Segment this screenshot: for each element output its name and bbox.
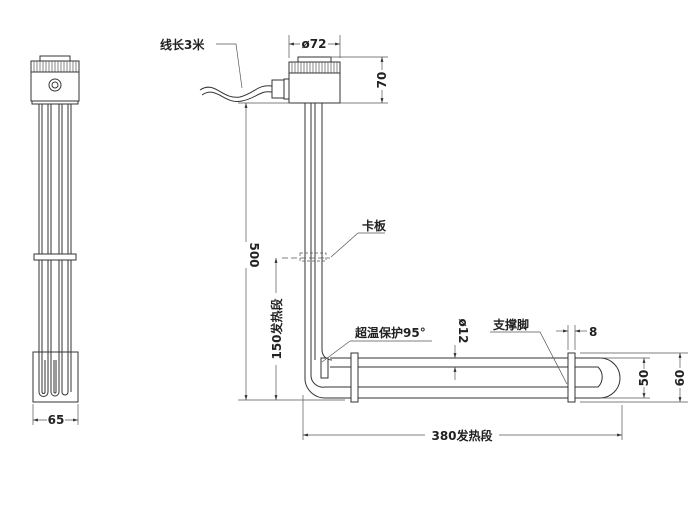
over-temp-label: 超温保护95° [354,325,426,340]
side-width-label: 65 [48,413,65,427]
support-width-label: 8 [589,325,597,339]
dimensions: ø72 70 500 150发热段 卡板 超温保护95° ø12 支撑脚 8 5… [160,35,688,443]
cap-height-label: 70 [375,72,389,89]
cable-length-label: 线长3米 [160,37,205,52]
tube-diameter-label: ø12 [456,319,470,344]
side-view: 65 [30,55,80,427]
outer-height-label: 60 [673,370,687,387]
horizontal-heating-label: 380发热段 [431,428,493,443]
total-length-label: 500 [247,242,261,267]
cap-diameter-label: ø72 [302,37,327,51]
inner-height-label: 50 [637,370,651,387]
vertical-heating-label: 150发热段 [269,297,284,359]
main-view [199,56,621,403]
support-leg-label: 支撑脚 [492,317,529,332]
clamp-label: 卡板 [362,218,387,233]
